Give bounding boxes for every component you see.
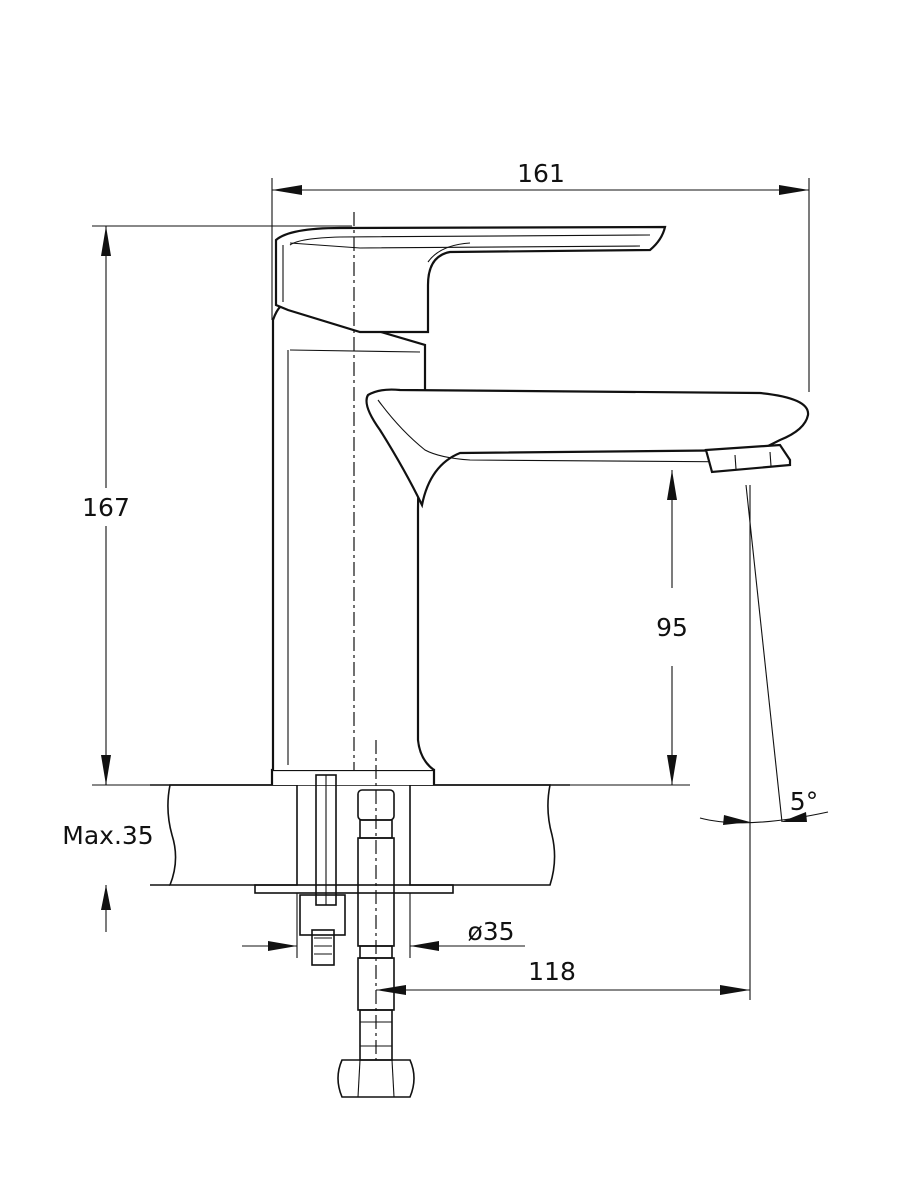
dimension-label-max-deck: Max.35 — [62, 821, 153, 850]
dimension-hole-diameter: ø35 — [242, 893, 525, 958]
countertop-section — [150, 784, 570, 894]
dimension-spout-height: 95 — [570, 470, 702, 786]
dimension-reach: 118 — [376, 485, 751, 1000]
dimension-angle: 5° — [699, 484, 829, 825]
aerator — [704, 443, 792, 474]
dimension-label-hole-diameter: ø35 — [467, 917, 514, 946]
dimension-label-height: 167 — [82, 493, 130, 522]
dimension-label-spout-height: 95 — [656, 613, 688, 642]
mounting-stud — [299, 774, 346, 966]
lever-handle — [274, 225, 667, 334]
dimension-max-deck: Max.35 — [62, 775, 154, 932]
dimension-label-reach: 118 — [528, 957, 576, 986]
dimension-label-angle: 5° — [790, 787, 818, 816]
dimension-height: 167 — [76, 225, 352, 786]
dimension-label-width: 161 — [517, 159, 565, 188]
faucet-body — [270, 302, 810, 785]
dimension-width: 161 — [271, 159, 810, 392]
hex-nut-icon — [337, 1059, 415, 1098]
